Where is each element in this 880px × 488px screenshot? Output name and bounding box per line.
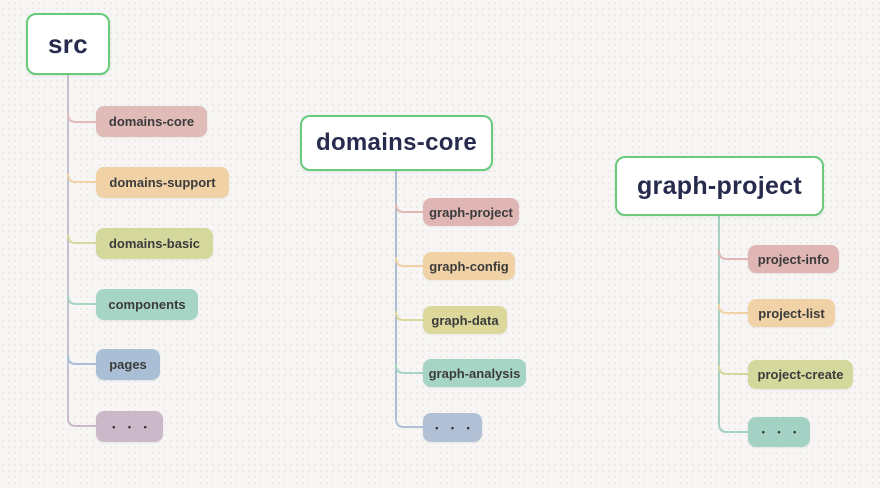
branch-line	[395, 311, 428, 321]
branch-line	[395, 418, 428, 428]
node-ellipsis: • • •	[748, 417, 810, 447]
branch-line	[718, 365, 753, 375]
branch-line	[395, 257, 428, 267]
node-graph-project: graph-project	[423, 198, 519, 226]
node-graph-analysis: graph-analysis	[423, 359, 526, 387]
node-project-create: project-create	[748, 360, 853, 389]
node-project-info: project-info	[748, 245, 839, 273]
root-node-domains-core: domains-core	[300, 115, 493, 171]
node-components: components	[96, 289, 198, 320]
node-project-list: project-list	[748, 299, 835, 327]
node-domains-core: domains-core	[96, 106, 207, 137]
branch-line	[718, 423, 753, 433]
branch-line	[67, 234, 101, 244]
branch-line	[67, 295, 101, 305]
node-pages: pages	[96, 349, 160, 380]
root-node-graph-project: graph-project	[615, 156, 824, 216]
branch-line	[67, 113, 101, 123]
root-node-src: src	[26, 13, 110, 75]
branch-line	[67, 417, 101, 427]
branch-line	[395, 364, 428, 374]
node-ellipsis: • • •	[423, 413, 482, 442]
node-graph-data: graph-data	[423, 306, 507, 334]
branch-line	[67, 173, 101, 183]
node-domains-support: domains-support	[96, 167, 229, 198]
branch-line	[718, 250, 753, 260]
node-ellipsis: • • •	[96, 411, 163, 442]
node-graph-config: graph-config	[423, 252, 515, 280]
branch-line	[67, 355, 101, 365]
branch-line	[718, 304, 753, 314]
node-domains-basic: domains-basic	[96, 228, 213, 259]
branch-line	[395, 203, 428, 213]
